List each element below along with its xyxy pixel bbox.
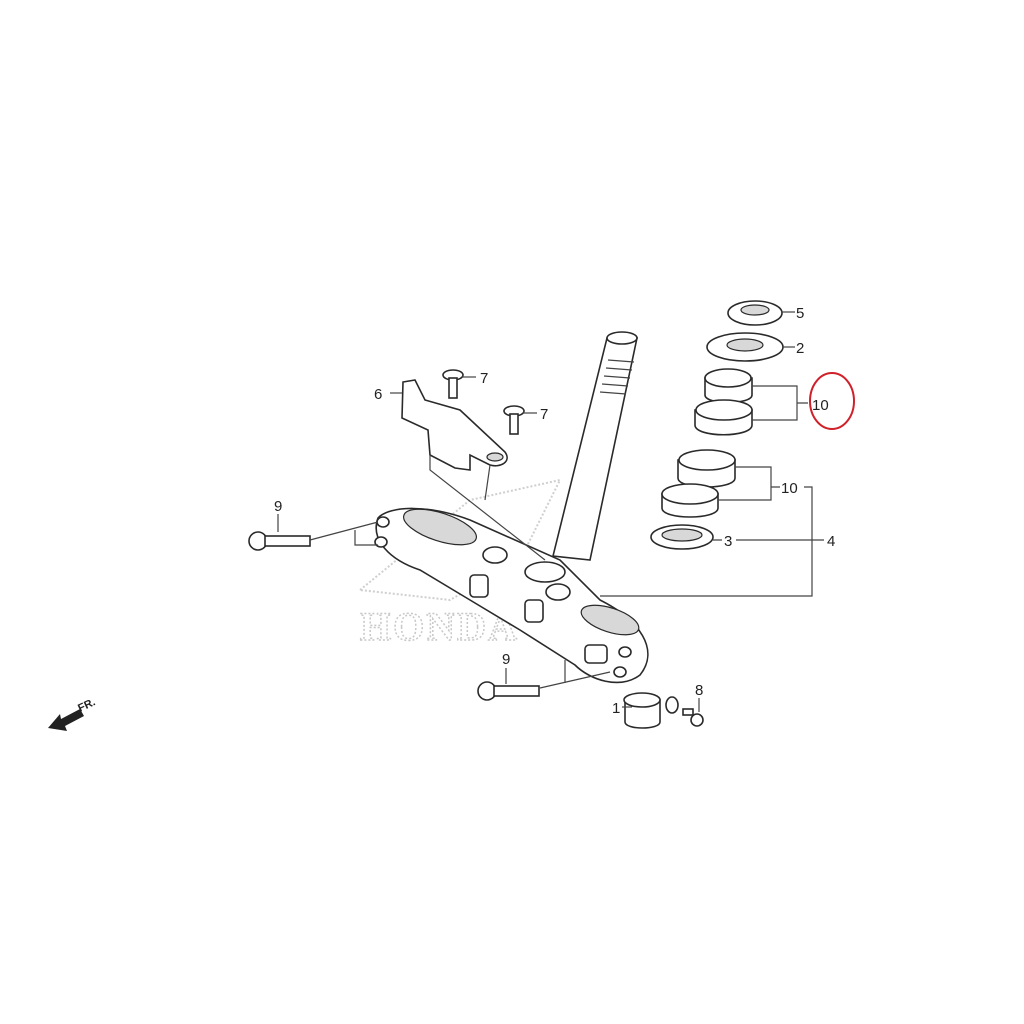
callout-1: 1 bbox=[612, 700, 620, 717]
nut-part bbox=[727, 300, 783, 326]
callout-4: 4 bbox=[827, 533, 835, 550]
callout-7a: 7 bbox=[480, 370, 488, 387]
arrow-icon bbox=[48, 709, 84, 731]
callout-2: 2 bbox=[796, 340, 804, 357]
steering-stem bbox=[552, 331, 638, 561]
callout-5: 5 bbox=[796, 305, 804, 322]
screw-parts bbox=[442, 369, 525, 435]
callout-7b: 7 bbox=[540, 406, 548, 423]
leader-lines bbox=[277, 311, 824, 712]
bottom-bridge bbox=[374, 507, 649, 684]
callout-10-lower: 10 bbox=[781, 480, 798, 497]
callout-9-lower: 9 bbox=[502, 651, 510, 668]
front-direction-indicator: FR. bbox=[48, 696, 97, 731]
callout-3: 3 bbox=[724, 533, 732, 550]
upper-bearing-part bbox=[694, 368, 753, 436]
lower-bearing-part bbox=[661, 449, 736, 518]
callout-10-upper: 10 bbox=[812, 397, 829, 414]
highlight-circle bbox=[809, 372, 855, 430]
callout-8: 8 bbox=[695, 682, 703, 699]
collar-part bbox=[623, 692, 704, 729]
fr-label: FR. bbox=[76, 696, 97, 714]
callout-9-left: 9 bbox=[274, 498, 282, 515]
dust-seal-part bbox=[650, 524, 714, 550]
bracket-part bbox=[401, 379, 508, 471]
washer-part bbox=[706, 332, 784, 362]
callout-6: 6 bbox=[374, 386, 382, 403]
bolt-parts bbox=[248, 531, 540, 701]
